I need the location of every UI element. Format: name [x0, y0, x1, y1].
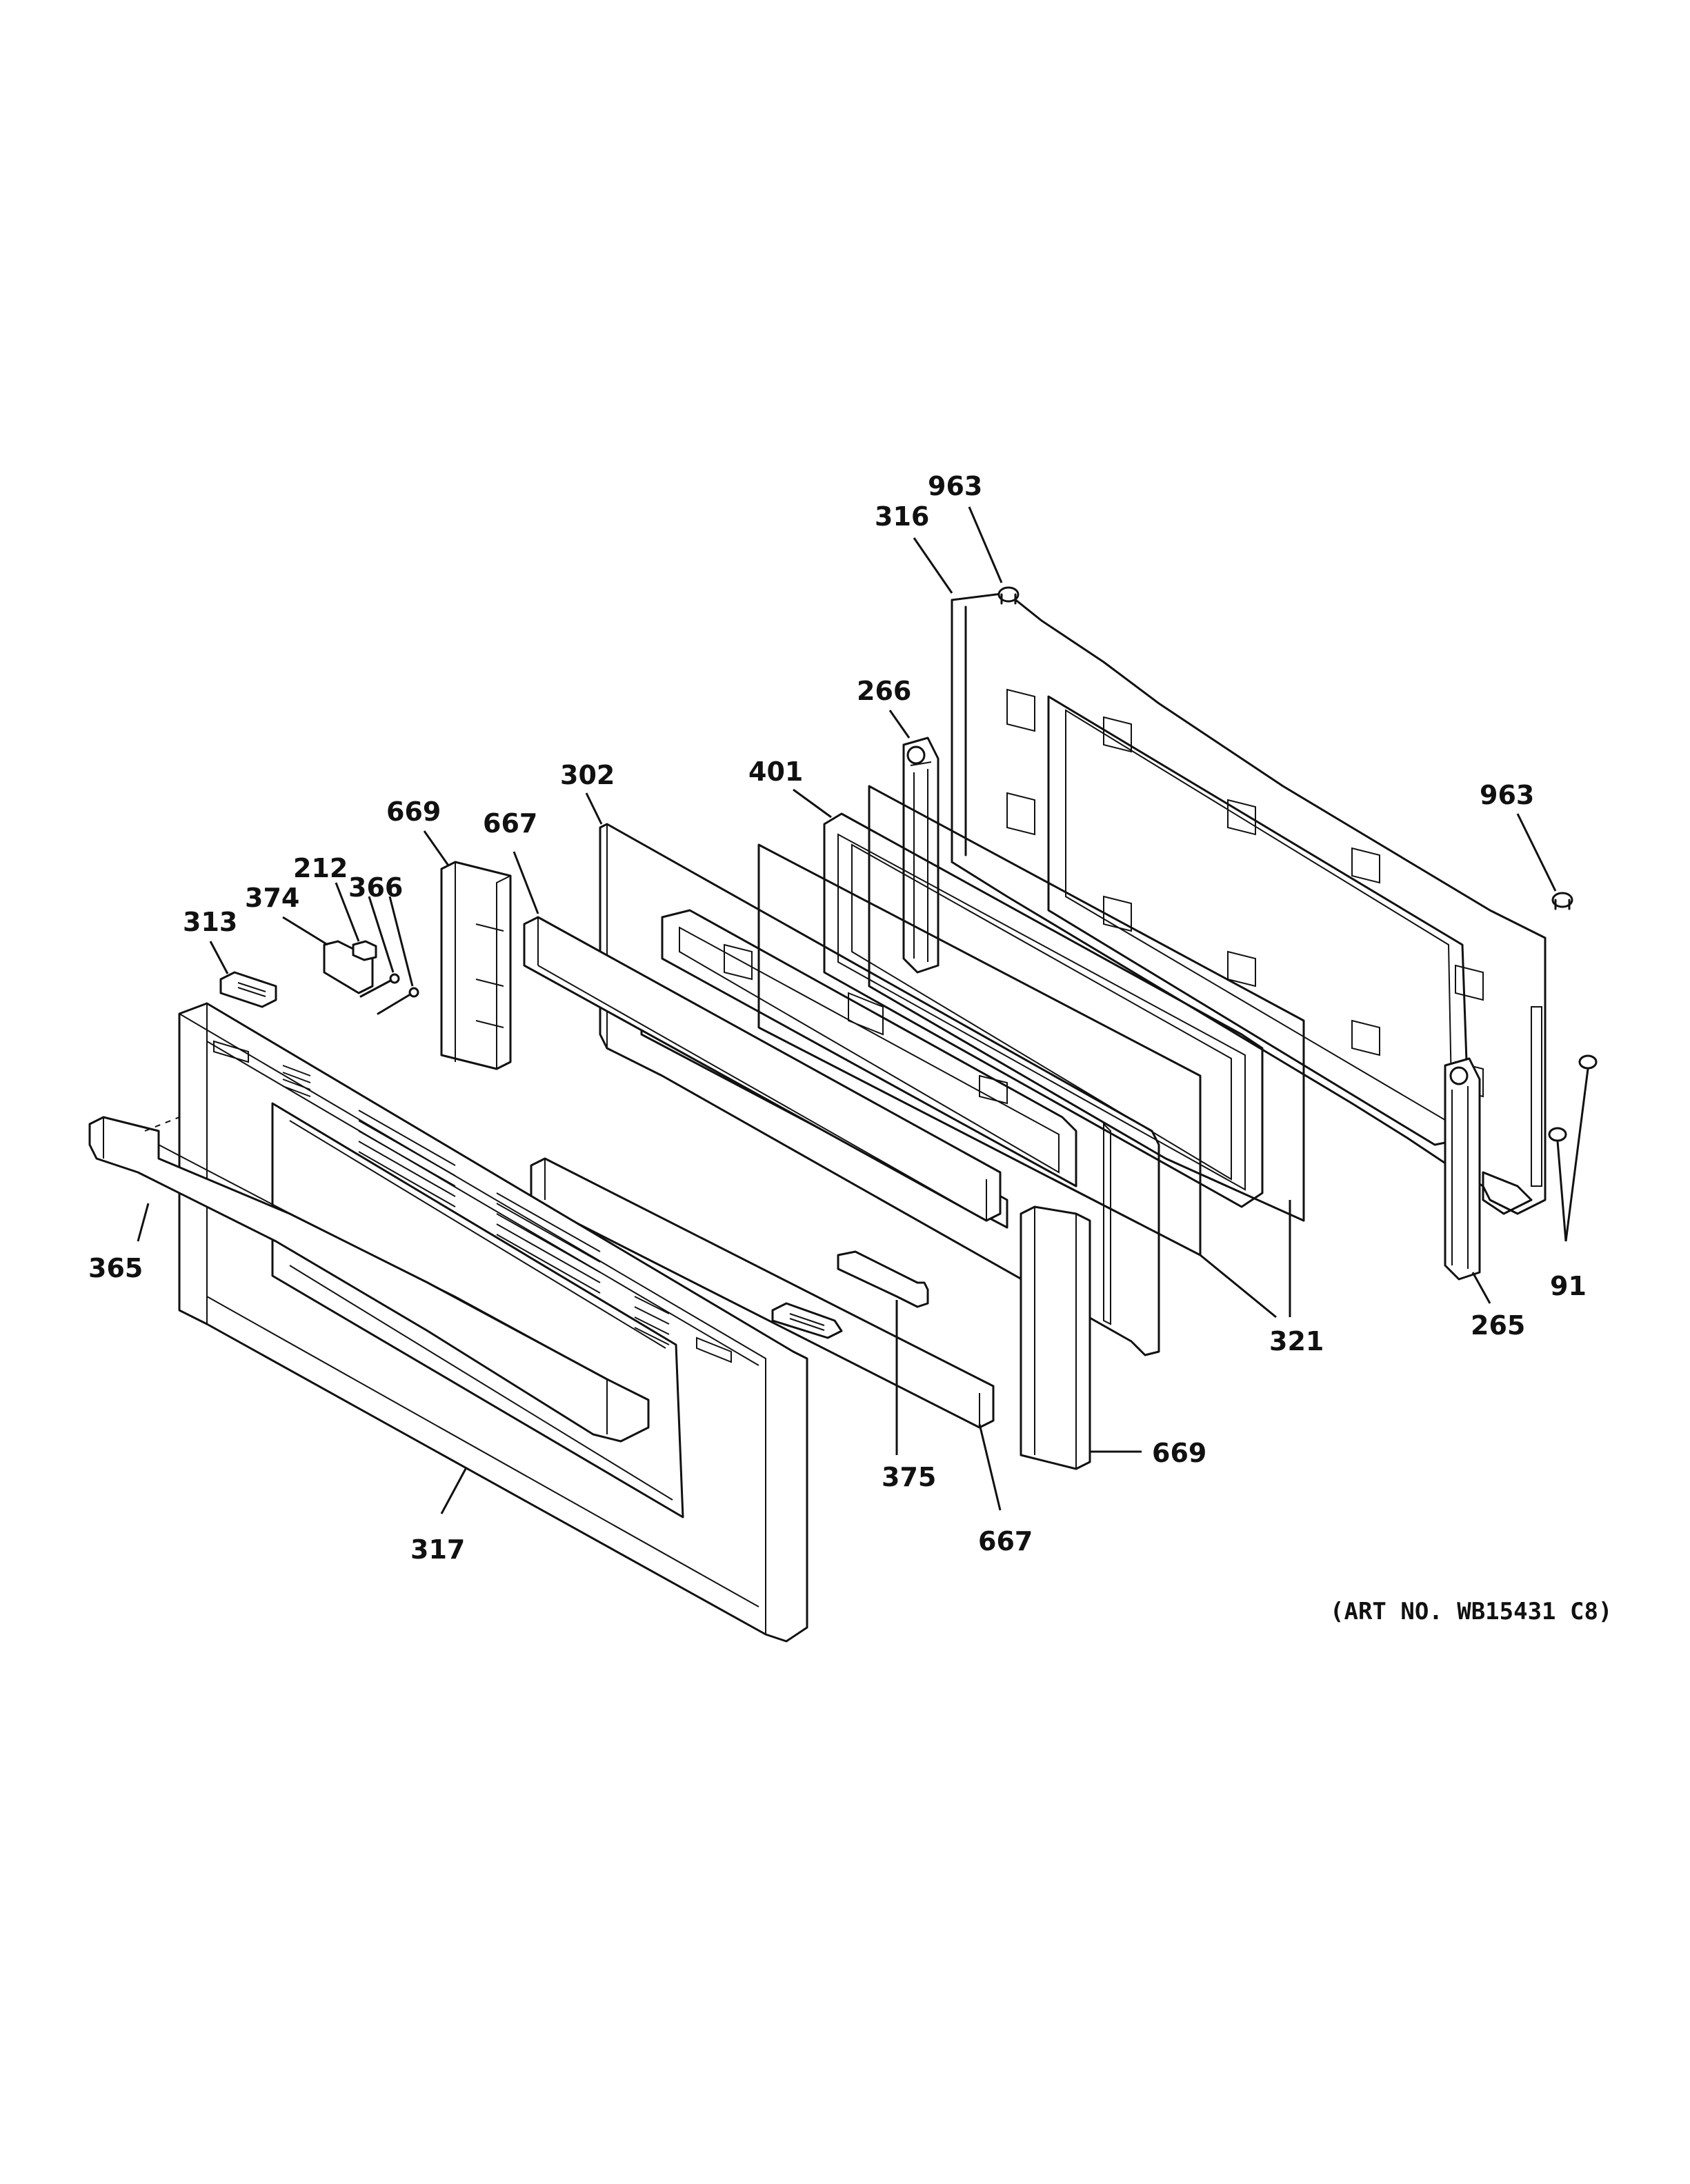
label-374: 374	[245, 883, 299, 913]
leader-963a	[968, 506, 1003, 583]
part-321-glass-panels	[757, 785, 1305, 1256]
part-667-insulation-top	[523, 916, 1002, 1222]
part-365-handle	[88, 1116, 650, 1443]
label-366: 366	[348, 872, 403, 903]
label-963b: 963	[1480, 780, 1534, 810]
label-212: 212	[293, 853, 348, 883]
label-669a: 669	[386, 797, 441, 827]
label-313: 313	[183, 907, 237, 937]
part-266-hinge-left	[902, 737, 940, 974]
label-401: 401	[748, 757, 803, 787]
leader-302	[585, 792, 603, 825]
part-366-screws	[359, 973, 419, 1015]
leader-266	[888, 710, 911, 739]
leader-365	[137, 1203, 150, 1242]
leader-669a	[423, 830, 450, 866]
leader-321a	[1200, 1254, 1277, 1319]
part-401-gasket	[823, 812, 1264, 1208]
label-321: 321	[1269, 1326, 1324, 1356]
part-669-insulation-left	[440, 861, 512, 1070]
label-265: 265	[1471, 1310, 1525, 1341]
leader-667a	[513, 851, 539, 914]
part-963-screw-right	[1551, 892, 1573, 910]
part-375-bracket	[837, 1250, 929, 1308]
leader-91a	[1564, 1068, 1589, 1242]
label-317: 317	[410, 1534, 465, 1565]
label-266: 266	[857, 676, 911, 706]
leader-317	[440, 1468, 467, 1514]
leader-313	[209, 941, 229, 974]
part-963-screw-top	[997, 586, 1020, 605]
label-375: 375	[882, 1462, 936, 1492]
art-number: (ART NO. WB15431 C8)	[1330, 1598, 1612, 1625]
label-316: 316	[875, 501, 929, 532]
label-669b: 669	[1152, 1438, 1206, 1468]
leader-401	[793, 788, 832, 819]
label-91: 91	[1550, 1271, 1587, 1301]
part-265-hinge-right	[1444, 1057, 1481, 1281]
leader-374	[282, 916, 328, 946]
leader-667b	[978, 1423, 1002, 1511]
label-667b: 667	[978, 1526, 1033, 1556]
part-212-clip	[352, 940, 377, 961]
leader-316	[913, 537, 953, 594]
label-365: 365	[88, 1253, 143, 1283]
part-labels: 963 316 266 401 302 963 669 667 212 366 …	[88, 471, 1587, 1565]
part-91-screws	[1548, 1054, 1598, 1142]
part-313-vent-right	[771, 1302, 843, 1339]
part-316-inner-door-frame	[951, 592, 1547, 1215]
leader-366b	[388, 896, 414, 987]
part-313-vent-left	[219, 971, 277, 1008]
leader-366a	[368, 896, 395, 973]
leader-212	[335, 882, 360, 942]
label-963a: 963	[928, 471, 982, 501]
leader-lines	[137, 506, 1589, 1514]
label-302: 302	[560, 760, 615, 790]
leader-91b	[1556, 1141, 1567, 1242]
label-667a: 667	[483, 808, 537, 839]
leader-963b	[1516, 813, 1557, 892]
leader-265	[1471, 1272, 1491, 1304]
part-669-insulation-right	[1020, 1205, 1091, 1470]
